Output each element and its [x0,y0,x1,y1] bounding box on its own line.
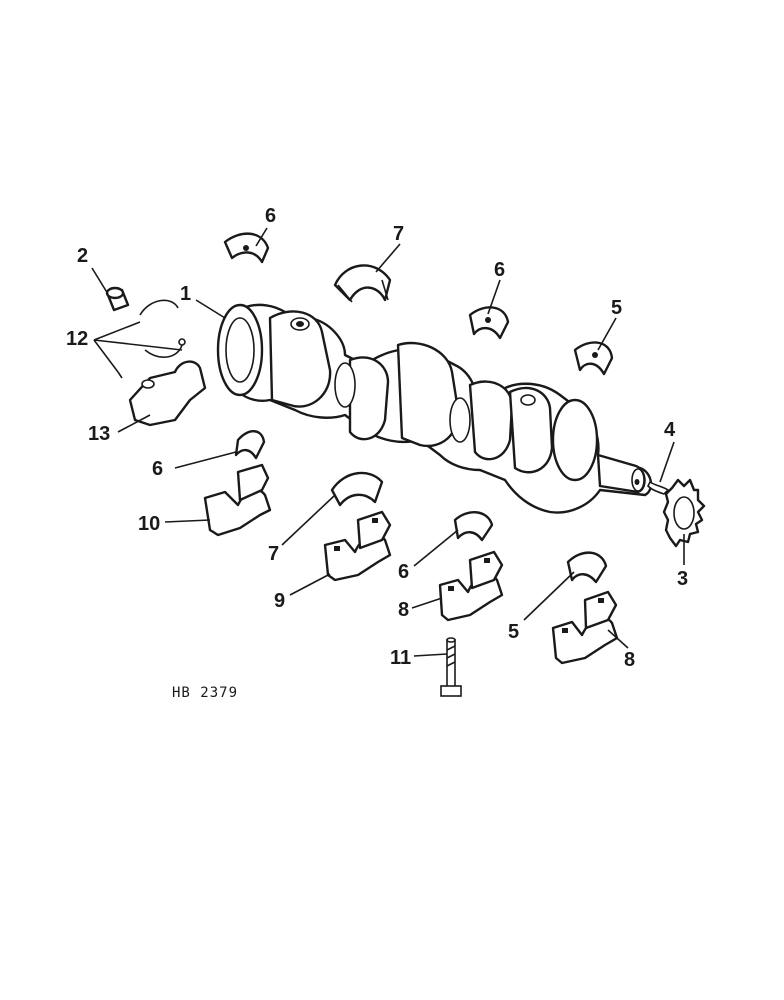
callout-6-top: 6 [265,205,276,227]
bushing [105,286,130,312]
main-bearing-cap-8 [438,550,504,622]
main-bearing-cap-10 [203,463,272,537]
rear-main-cap [128,360,207,427]
upper-bearing-shell-6b [468,306,510,340]
callout-1: 1 [180,283,191,305]
callout-2: 2 [77,245,88,267]
lower-thrust-bearing-7 [330,471,384,507]
bolt [440,637,462,697]
callout-3: 3 [677,568,688,590]
crankshaft [216,303,653,514]
callout-6-mid: 6 [494,259,505,281]
callout-5-top: 5 [611,297,622,319]
callout-6-low-left: 6 [152,458,163,480]
lower-bearing-shell-6c [453,511,494,542]
callout-8-mid: 8 [398,599,409,621]
drawing-code: HB 2379 [172,685,238,701]
woodruff-key [647,480,670,495]
thrust-rings [117,299,186,379]
callout-13: 13 [88,423,110,445]
callout-6-low-mid: 6 [398,561,409,583]
lower-bearing-shell-5 [566,551,608,584]
callout-9: 9 [274,590,285,612]
upper-bearing-shell-6 [223,232,270,264]
upper-bearing-shell-5 [573,341,614,376]
upper-thrust-bearing-7 [333,264,392,303]
callout-5-low: 5 [508,621,519,643]
main-bearing-cap-8b [551,590,619,665]
callout-8-right: 8 [624,649,635,671]
callout-12: 12 [66,328,88,350]
crankshaft-gear [662,478,706,548]
callout-10: 10 [138,513,160,535]
lower-bearing-shell-6 [234,430,266,460]
callout-11: 11 [390,647,411,669]
callout-7-low: 7 [268,543,279,565]
callout-7-top: 7 [393,223,404,245]
leader-lines [91,227,685,657]
main-bearing-cap-9 [323,510,392,582]
callout-4: 4 [664,419,676,441]
